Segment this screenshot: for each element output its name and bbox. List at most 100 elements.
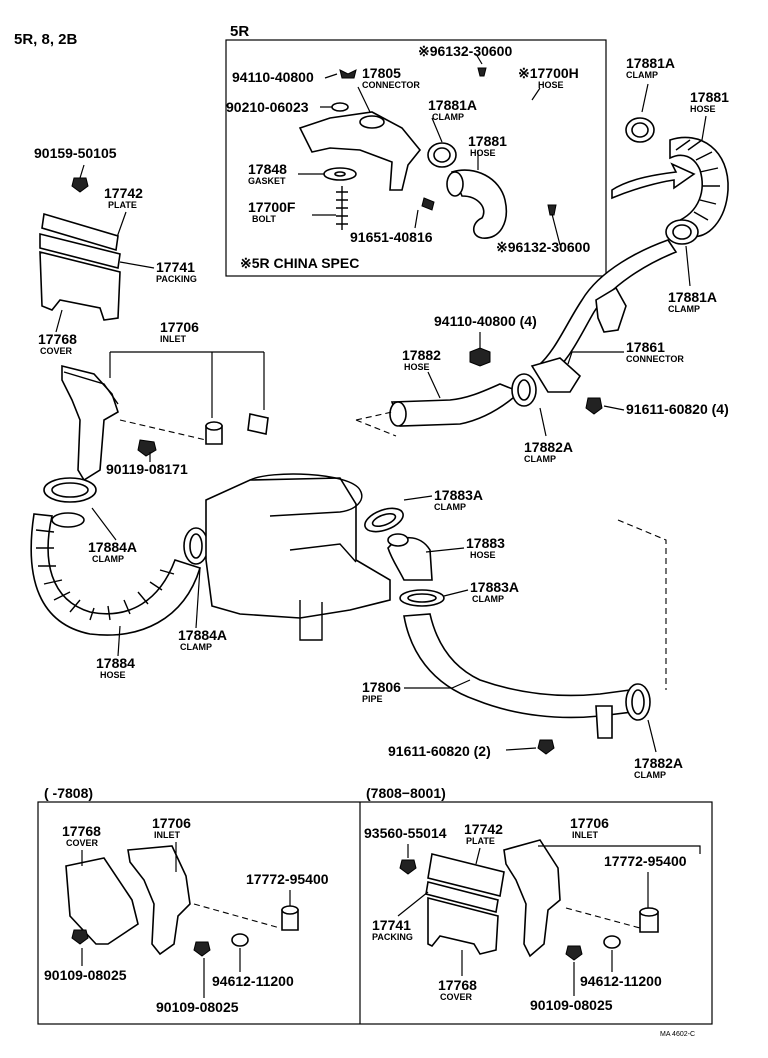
washer-94612-right-icon xyxy=(603,935,621,949)
connector-17861-shape xyxy=(530,357,582,393)
part-desc: HOSE xyxy=(538,80,564,90)
part-label: 17768 xyxy=(438,977,477,993)
bolt-90119-icon xyxy=(137,439,157,457)
leader xyxy=(404,679,471,689)
plate-17742-right-shape xyxy=(427,853,505,897)
model-header: 5R, 8, 2B xyxy=(14,31,78,48)
hose-corrugations xyxy=(35,529,175,621)
inset-5r-title: 5R xyxy=(230,23,249,40)
leader xyxy=(685,245,691,287)
washer-94612-left-icon xyxy=(231,933,249,947)
leader xyxy=(443,589,469,597)
panel-right-title: (7808−8001) xyxy=(366,785,446,801)
leader xyxy=(603,405,625,411)
leader xyxy=(397,891,429,917)
dashed-guide xyxy=(355,419,397,437)
part-label: 17883A xyxy=(470,579,519,595)
part-desc: CLAMP xyxy=(432,112,464,122)
leader xyxy=(79,164,85,179)
part-label: 17884A xyxy=(88,539,137,555)
part-label: 94110-40800 xyxy=(232,69,314,85)
clip-96132-bottom-icon xyxy=(547,204,557,216)
part-label: 17741 xyxy=(156,259,195,275)
part-desc: COVER xyxy=(66,838,99,848)
part-label: 17848 xyxy=(248,161,287,177)
leader xyxy=(55,309,63,333)
part-label: 90210-06023 xyxy=(226,99,309,115)
part-label: 17768 xyxy=(62,823,101,839)
part-label: 91651-40816 xyxy=(350,229,433,245)
part-label: 17772-95400 xyxy=(604,853,687,869)
part-label: ※96132-30600 xyxy=(496,239,590,255)
dashed-guide xyxy=(119,419,207,441)
part-label: 17742 xyxy=(464,821,503,837)
leader xyxy=(425,547,465,553)
spacer-icon xyxy=(247,413,269,435)
panel-left-title: ( -7808) xyxy=(44,785,93,801)
part-desc: CONNECTOR xyxy=(362,80,420,90)
connector-17805-shape xyxy=(298,111,422,191)
part-desc: CLAMP xyxy=(524,454,556,464)
part-desc: INLET xyxy=(160,334,187,344)
leader xyxy=(117,625,121,657)
connector-port xyxy=(359,115,385,129)
screw-90159-icon xyxy=(71,177,89,193)
part-label: 90109-08025 xyxy=(44,967,127,983)
screw-93560-icon xyxy=(399,859,417,875)
hose-inset-end xyxy=(446,171,464,197)
inset-5r-frame xyxy=(225,39,607,277)
part-label: 17884A xyxy=(178,627,227,643)
part-desc: CLAMP xyxy=(472,594,504,604)
leader xyxy=(539,407,547,437)
part-desc: HOSE xyxy=(470,148,496,158)
part-desc: CONNECTOR xyxy=(626,354,684,364)
hose-17882-end xyxy=(389,401,407,427)
air-cleaner-lid xyxy=(249,473,363,517)
pipe-17806-shape xyxy=(403,613,633,719)
part-desc: CLAMP xyxy=(668,304,700,314)
leader xyxy=(475,847,481,865)
part-desc: PIPE xyxy=(362,694,383,704)
clamp-inner xyxy=(371,512,397,528)
part-desc: CLAMP xyxy=(434,502,466,512)
part-desc: PACKING xyxy=(372,932,413,942)
air-cleaner-housing xyxy=(205,477,391,619)
hose-17881-corrugations xyxy=(675,139,720,221)
part-desc: HOSE xyxy=(690,104,716,114)
leader xyxy=(119,261,155,269)
part-label: 17861 xyxy=(626,339,665,355)
right-upper-group: 17881A CLAMP 17881 HOSE 17881A CLAMP 178… xyxy=(355,55,729,464)
bolt-90109-left-icon xyxy=(71,929,89,945)
inlet-flange xyxy=(63,371,119,405)
leader xyxy=(567,351,624,365)
part-desc: PLATE xyxy=(466,836,495,846)
part-desc: GASKET xyxy=(248,176,286,186)
part-label: 17772-95400 xyxy=(246,871,329,887)
hose-17884-end xyxy=(51,512,85,528)
part-label: 17806 xyxy=(362,679,401,695)
leader xyxy=(91,507,117,541)
leader xyxy=(505,747,537,751)
part-label: 17768 xyxy=(38,331,77,347)
part-label: 17884 xyxy=(96,655,135,671)
dashed-guide xyxy=(617,519,667,690)
clamp-inner xyxy=(407,593,437,603)
part-label: 17706 xyxy=(160,319,199,335)
hose-17881-inset-shape xyxy=(450,169,507,239)
hose-17884-shape xyxy=(30,513,201,636)
part-desc: HOSE xyxy=(100,670,126,680)
leader xyxy=(701,115,707,141)
dashed-guide xyxy=(193,903,281,929)
dashed-guide xyxy=(355,411,393,421)
panel-frame xyxy=(37,801,713,1025)
nut-94110-icon xyxy=(469,347,491,367)
clamp-inner xyxy=(672,224,692,240)
panel-right: 93560-55014 17742 PLATE 17741 PACKING 17… xyxy=(364,815,701,1013)
leader xyxy=(403,495,433,501)
clamp-inner xyxy=(517,379,531,401)
clamp-inner xyxy=(433,147,451,163)
part-label: 17881A xyxy=(626,55,675,71)
hose-17700h-inner xyxy=(486,76,551,210)
packing-17741-shape xyxy=(39,232,121,269)
part-desc: CLAMP xyxy=(92,554,124,564)
